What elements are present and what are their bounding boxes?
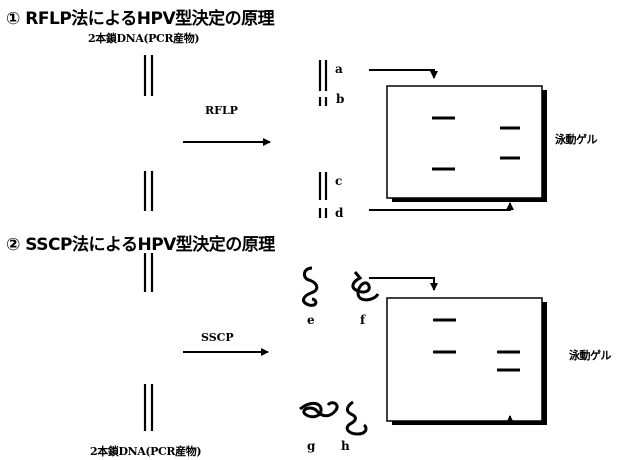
sscp-dna-top [143, 253, 154, 292]
fragment-label-g: g [307, 439, 316, 453]
sscp-method-label: SSCP [201, 331, 234, 344]
rflp-dna-bottom [143, 171, 154, 211]
rflp-dna-label: 2本鎖DNA(PCR産物) [88, 32, 200, 45]
ssdna-h [345, 400, 368, 436]
fragment-d [318, 208, 328, 218]
sscp-dna-bottom [143, 384, 154, 431]
rflp-gel-box [386, 85, 543, 199]
sscp-gel-label: 泳動ゲル [569, 349, 612, 362]
sscp-load-arrow-gh [400, 415, 514, 425]
ssdna-f [351, 271, 380, 302]
fragment-c [318, 172, 328, 200]
sscp-title: ② SSCP法によるHPV型決定の原理 [6, 235, 275, 255]
fragment-label-b: b [336, 92, 345, 106]
rflp-title: ① RFLP法によるHPV型決定の原理 [6, 9, 275, 29]
rflp-load-arrow-cd [369, 202, 514, 211]
ssdna-g [299, 401, 339, 419]
ssdna-e [302, 266, 319, 307]
rflp-load-arrow-ab [369, 69, 438, 79]
fragment-a [318, 60, 328, 91]
fragment-label-h: h [341, 439, 350, 453]
sscp-gel-box [386, 297, 543, 422]
rflp-method-label: RFLP [205, 104, 238, 117]
rflp-gel-label: 泳動ゲル [555, 133, 598, 146]
fragment-b [318, 97, 328, 106]
sscp-load-arrow-ef [369, 277, 438, 291]
fragment-label-c: c [335, 174, 343, 188]
fragment-label-e: e [307, 313, 315, 327]
fragment-label-d: d [335, 206, 344, 220]
sscp-dna-label: 2本鎖DNA(PCR産物) [90, 445, 202, 458]
fragment-label-a: a [335, 62, 343, 76]
fragment-label-f: f [360, 313, 366, 327]
rflp-dna-top [143, 55, 154, 96]
